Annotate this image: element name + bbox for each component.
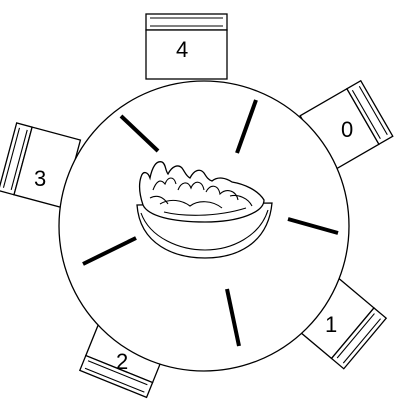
seat-1-label: 1 xyxy=(325,312,337,337)
seat-0-label: 0 xyxy=(341,117,353,142)
seat-4-backrest xyxy=(146,14,227,30)
seat-3-label: 3 xyxy=(34,166,46,191)
seat-4: 4 xyxy=(146,14,227,79)
seat-2-label: 2 xyxy=(116,349,128,374)
seat-4-label: 4 xyxy=(176,37,188,62)
